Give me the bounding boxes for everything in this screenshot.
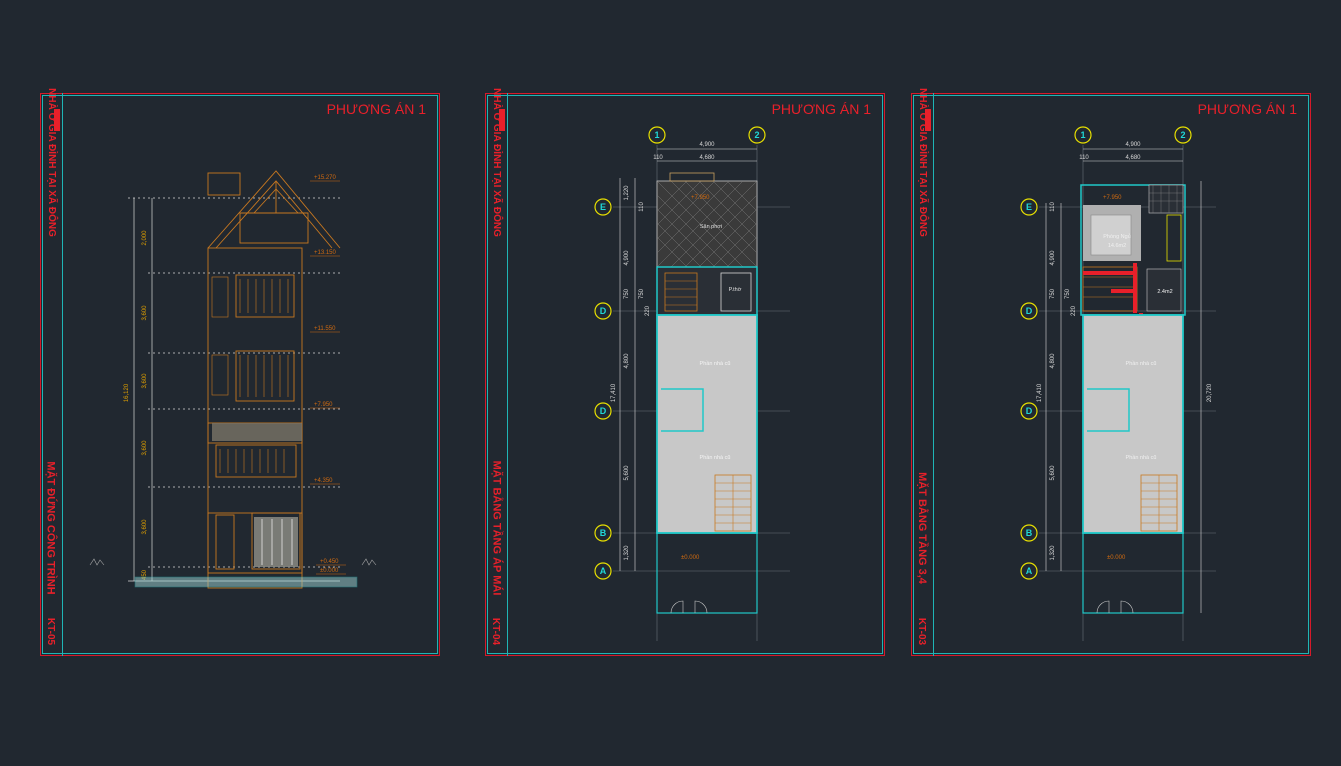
dim-label: 3,600 — [142, 519, 148, 535]
sheet-roof-plan: NHÀ Ở GIA ĐÌNH TẠI XÃ ĐÔNG MẶT BẰNG TẦNG… — [485, 88, 885, 656]
dim-label: 110 — [653, 155, 663, 161]
sheet-frame — [485, 93, 885, 656]
level-mark: +7.950 — [1103, 195, 1122, 201]
level-mark: ±0.000 — [681, 555, 700, 561]
room-label: P.thờ — [729, 287, 742, 293]
dim-label: 5,600 — [624, 465, 630, 481]
level-mark: +4.350 — [314, 478, 333, 484]
grid-label: D — [600, 406, 607, 416]
elevation-drawing: 2,000 3,600 3,600 3,600 3,600 450 16,120 — [89, 170, 377, 589]
title-strip: NHÀ Ở GIA ĐÌNH TẠI XÃ ĐÔNG MẶT BẰNG TẦNG… — [911, 88, 934, 656]
dim-label: 3,600 — [142, 440, 148, 456]
room-label: Phòng Ngủ — [1103, 233, 1131, 240]
sheet-frame — [911, 93, 1311, 656]
sheet-elevation: NHÀ Ở GIA ĐÌNH TẠI XÃ ĐÔNG MẶT ĐỨNG CÔNG… — [40, 88, 440, 656]
title-strip: NHÀ Ở GIA ĐÌNH TẠI XÃ ĐÔNG MẶT ĐỨNG CÔNG… — [40, 88, 63, 656]
dim-label: 2,000 — [142, 230, 148, 246]
room-label: Phần nhà cũ — [1126, 361, 1157, 367]
dim-label: 3,600 — [142, 305, 148, 321]
room-label: 2.4m2 — [1157, 289, 1172, 295]
sheet-header: PHƯƠNG ÁN 1 — [1197, 101, 1297, 117]
sheet-header: PHƯƠNG ÁN 1 — [771, 101, 871, 117]
level-mark: ±0.000 — [320, 568, 339, 574]
dim-label: 1,320 — [624, 545, 630, 561]
dim-label: 750 — [1065, 288, 1071, 299]
title-tab — [925, 109, 931, 131]
level-mark: +11.550 — [314, 326, 336, 332]
floor-3-4-plan: 1 2 E D D B A 4,900 110 4,680 110 4,900 … — [1020, 126, 1216, 641]
dim-label: 750 — [639, 288, 645, 299]
sheet-floor-plan: NHÀ Ở GIA ĐÌNH TẠI XÃ ĐÔNG MẶT BẰNG TẦNG… — [911, 88, 1311, 656]
sheet-header: PHƯƠNG ÁN 1 — [326, 101, 426, 117]
room-label: Sân phơi — [700, 224, 722, 230]
dim-label: 110 — [639, 202, 645, 212]
level-mark: +15.270 — [314, 175, 337, 181]
grid-label: D — [1026, 306, 1033, 316]
grid-label: 1 — [1080, 130, 1085, 140]
overall-height: 16,120 — [124, 383, 130, 402]
title-strip: NHÀ Ở GIA ĐÌNH TẠI XÃ ĐÔNG MẶT BẰNG TẦNG… — [485, 88, 508, 656]
room-label: Phần nhà cũ — [1126, 455, 1157, 461]
room-label: 14.6m2 — [1108, 243, 1126, 249]
level-mark: +0.450 — [320, 559, 339, 565]
overall-dim: 17,410 — [1037, 383, 1043, 402]
dim-label: 110 — [1079, 155, 1089, 161]
grid-label: B — [600, 528, 607, 538]
dim-label: 4,900 — [1125, 142, 1141, 148]
grid-label: E — [1026, 202, 1032, 212]
dim-label: 1,320 — [1050, 545, 1056, 561]
dim-label: 220 — [645, 305, 651, 316]
room-label: Phần nhà cũ — [700, 455, 731, 461]
dim-label: 5,600 — [1050, 465, 1056, 481]
grid-label: D — [600, 306, 607, 316]
title-tab — [499, 109, 505, 131]
overall-dim: 17,410 — [611, 383, 617, 402]
title-tab — [54, 109, 60, 131]
dim-label: 4,800 — [624, 353, 630, 369]
dim-label: 4,900 — [1050, 250, 1056, 266]
grid-label: 2 — [1180, 130, 1185, 140]
grid-label: E — [600, 202, 606, 212]
grid-label: B — [1026, 528, 1033, 538]
dim-label: 4,680 — [1125, 155, 1141, 161]
overall-dim: 20,720 — [1207, 383, 1213, 402]
dim-label: 750 — [1050, 288, 1056, 299]
dim-label: 4,900 — [699, 142, 715, 148]
grid-label: 1 — [654, 130, 659, 140]
grid-label: A — [1026, 566, 1033, 576]
dim-label: 4,900 — [624, 250, 630, 266]
level-mark: +7.950 — [691, 195, 710, 201]
grid-label: A — [600, 566, 607, 576]
grid-label: 2 — [754, 130, 759, 140]
roof-floor-plan: 1 2 E D D B A 4,900 110 4,680 1,220 110 … — [594, 126, 790, 641]
level-mark: +7.950 — [314, 402, 333, 408]
dim-label: 3,600 — [142, 373, 148, 389]
level-mark: ±0.000 — [1107, 555, 1126, 561]
sheet-frame — [40, 93, 440, 656]
level-mark: +13.150 — [314, 250, 337, 256]
dim-label: 450 — [142, 569, 148, 580]
dim-label: 220 — [1071, 305, 1077, 316]
dim-label: 110 — [1050, 202, 1056, 212]
dim-label: 4,800 — [1050, 353, 1056, 369]
grid-label: D — [1026, 406, 1033, 416]
dim-label: 4,680 — [699, 155, 715, 161]
dim-label: 750 — [624, 288, 630, 299]
room-label: Phần nhà cũ — [700, 361, 731, 367]
dim-label: 1,220 — [624, 185, 630, 201]
